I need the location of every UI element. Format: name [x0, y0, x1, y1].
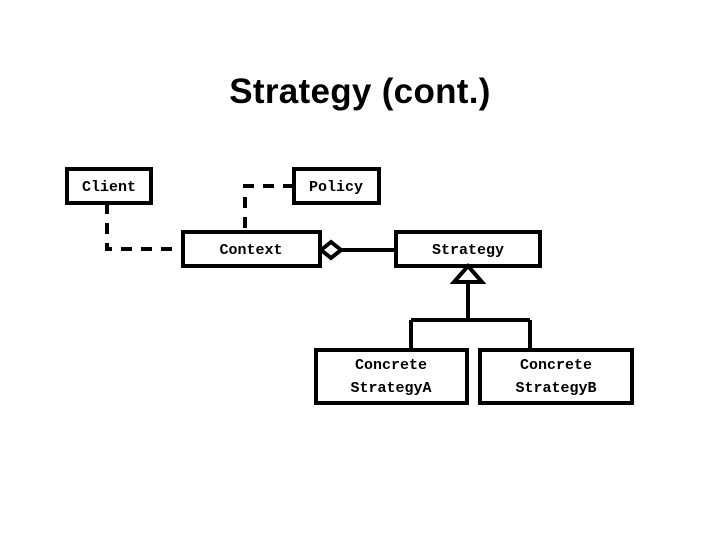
- generalization-triangle-icon: [449, 262, 487, 284]
- class-label-policy: Policy: [309, 179, 363, 196]
- class-box-client[interactable]: [65, 167, 153, 205]
- edge-policy-to-context: [243, 184, 294, 232]
- class-label-client: Client: [82, 179, 136, 196]
- uml-class-concrete-strategy-a[interactable]: Concrete StrategyA: [314, 348, 469, 405]
- class-box-concrete-strategy-a[interactable]: [314, 348, 469, 405]
- class-box-concrete-strategy-b[interactable]: [478, 348, 634, 405]
- class-box-context[interactable]: [181, 230, 322, 268]
- class-label-concrete-strategy-a-line2: StrategyA: [350, 380, 431, 397]
- class-label-context: Context: [219, 242, 282, 259]
- edge-client-to-context: [105, 203, 183, 251]
- aggregation-diamond-icon: [317, 239, 345, 261]
- class-box-policy[interactable]: [292, 167, 381, 205]
- edge-generalization-tree: [409, 282, 532, 350]
- class-label-strategy: Strategy: [432, 242, 504, 259]
- class-label-concrete-strategy-b-line2: StrategyB: [515, 380, 596, 397]
- class-label-concrete-strategy-a-line1: Concrete: [355, 357, 427, 374]
- dependency-line-policy-context: [243, 184, 294, 232]
- page-title: Strategy (cont.): [229, 72, 491, 111]
- uml-class-context[interactable]: Context: [181, 230, 322, 268]
- uml-class-policy[interactable]: Policy: [292, 167, 381, 205]
- class-label-concrete-strategy-b-line1: Concrete: [520, 357, 592, 374]
- generalization-line-tree: [409, 282, 532, 350]
- uml-class-client[interactable]: Client: [65, 167, 153, 205]
- uml-class-strategy[interactable]: Strategy: [394, 230, 542, 268]
- uml-class-concrete-strategy-b[interactable]: Concrete StrategyB: [478, 348, 634, 405]
- dependency-line-client-context: [105, 203, 183, 251]
